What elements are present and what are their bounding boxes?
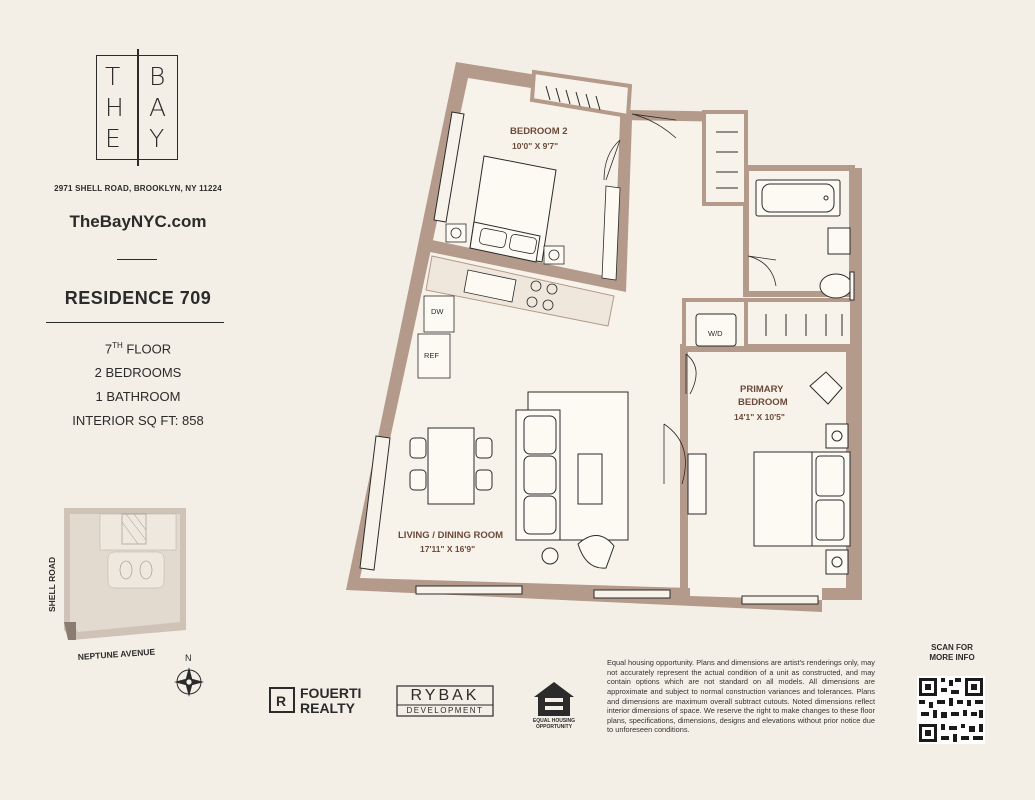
- disclaimer-text: Equal housing opportunity. Plans and dim…: [607, 658, 875, 735]
- floor-word: FLOOR: [126, 341, 172, 357]
- hatch-line: [121, 521, 139, 545]
- logo-letter: T: [105, 62, 121, 91]
- dresser: [601, 185, 621, 281]
- key-plan-feature: [139, 560, 153, 580]
- logo-letter: E: [105, 124, 121, 153]
- room-dims-primary: 14'1" X 10'5": [734, 412, 785, 422]
- logo-letter: A: [149, 93, 167, 122]
- key-plan: [64, 508, 186, 640]
- key-plan-feature: [119, 560, 133, 580]
- closet-hangers: [545, 85, 843, 336]
- key-plan-corner: [64, 622, 76, 640]
- primary-closet: [744, 298, 854, 348]
- kitchen-appliances: [417, 269, 558, 379]
- equal-housing-logo: EQUAL HOUSING OPPORTUNITY: [524, 718, 584, 730]
- room-dims-living: 17'11" X 16'9": [420, 544, 475, 554]
- fouerti-line1: FOUERTI: [300, 685, 362, 701]
- hatch-line: [125, 513, 147, 541]
- floor-plan: [346, 62, 862, 612]
- bathrooms-spec: 1 BATHROOM: [95, 389, 181, 404]
- hall-closet: [702, 110, 748, 206]
- fouerti-realty-logo: FOUERTI REALTY: [300, 686, 361, 716]
- room-label-primary-2: BEDROOM: [738, 397, 788, 408]
- logo-divider: [137, 49, 139, 166]
- living-furniture: [515, 391, 629, 569]
- washer-dryer-label: W/D: [708, 329, 723, 338]
- rybak-development-logo: RYBAK DEVELOPMENT: [397, 686, 493, 716]
- address: 2971 SHELL ROAD, BROOKLYN, NY 11224: [54, 184, 222, 193]
- bathroom-fixtures: [695, 179, 855, 347]
- windows: [359, 111, 819, 605]
- divider: [46, 322, 224, 323]
- dishwasher-label: DW: [431, 307, 444, 316]
- divider: [117, 259, 157, 260]
- bedrooms-spec: 2 BEDROOMS: [94, 365, 182, 380]
- room-label-living: LIVING / DINING ROOM: [398, 530, 503, 541]
- key-plan-pool: [107, 551, 165, 589]
- the-bay-logo: T B H A E Y: [96, 49, 178, 166]
- svg-text:R: R: [276, 693, 286, 709]
- dining-table: [409, 427, 493, 505]
- sqft-spec: INTERIOR SQ FT: 858: [72, 413, 204, 428]
- fouerti-logo-icon: R: [269, 687, 295, 713]
- bedroom2-closet: [529, 69, 633, 119]
- hatch-line: [133, 513, 147, 531]
- floor-number: 7: [104, 341, 113, 357]
- qr-caption-line2: MORE INFO: [929, 653, 975, 663]
- north-label: N: [185, 653, 192, 663]
- floor-suffix: TH: [112, 341, 123, 350]
- road-label-side: SHELL ROAD: [47, 557, 57, 612]
- qr-caption: SCAN FOR MORE INFO: [916, 643, 988, 664]
- qr-caption-line1: SCAN FOR: [931, 643, 973, 652]
- compass-icon: [174, 667, 204, 697]
- rybak-logo-frame: [396, 685, 494, 717]
- room-label-bedroom2: BEDROOM 2: [510, 126, 568, 137]
- fouerti-line2: REALTY: [300, 700, 355, 716]
- logo-letter: B: [149, 62, 166, 91]
- primary-wall-left: [680, 344, 688, 596]
- doors: [603, 113, 777, 485]
- room-dims-bedroom2: 10'0" X 9'7": [512, 141, 558, 151]
- refrigerator-label: REF: [424, 351, 439, 360]
- primary-bed: [687, 371, 851, 575]
- rybak-line1: RYBAK: [410, 687, 480, 704]
- residence-title: RESIDENCE 709: [64, 288, 212, 308]
- logo-letter: H: [105, 93, 124, 122]
- website-link[interactable]: TheBayNYC.com: [69, 212, 207, 231]
- eho-line2: OPPORTUNITY: [535, 724, 573, 730]
- room-label-primary-1: PRIMARY: [740, 384, 784, 395]
- road-label-bottom: NEPTUNE AVENUE: [77, 647, 155, 662]
- logo-letter: Y: [149, 124, 165, 153]
- bed-2: [445, 155, 565, 265]
- floor-spec: 7TH FLOOR: [48, 341, 228, 356]
- qr-code-icon[interactable]: [917, 676, 985, 744]
- eho-line1: EQUAL HOUSING: [532, 718, 576, 724]
- rybak-line2: DEVELOPMENT: [406, 706, 484, 715]
- equal-housing-icon: [534, 682, 574, 716]
